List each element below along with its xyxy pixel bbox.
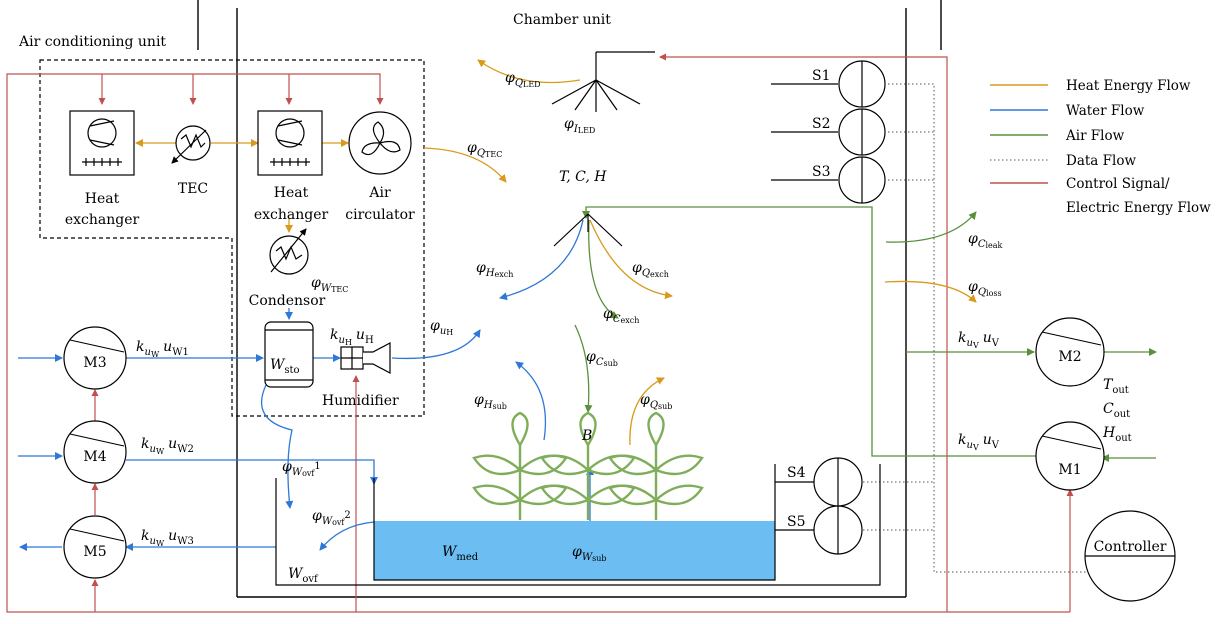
sensor-s3: S3 xyxy=(771,156,886,204)
phi-c-sub-label: φCsub xyxy=(586,349,618,368)
medium-label: Wmed xyxy=(442,544,479,563)
heat-exchanger-1-label-line1: Heat xyxy=(85,191,120,207)
motor-m5-label: M5 xyxy=(83,544,106,560)
motor-m4-label: M4 xyxy=(83,449,106,465)
motor-m1-label: M1 xyxy=(1058,462,1081,478)
sensor-s4-label: S4 xyxy=(787,465,806,481)
sensor-s3-label: S3 xyxy=(812,164,831,180)
phi-w-ovf2-label: φWovf2 xyxy=(312,508,351,527)
sensor-s4: S4 xyxy=(775,457,863,507)
led-fixture-icon xyxy=(551,51,655,112)
chamber-title: Chamber unit xyxy=(513,12,611,28)
phi-w-tec-label: φWTEC xyxy=(311,275,348,294)
heat-exchanger-2-label-line2: exchanger xyxy=(254,207,329,223)
phi-q-loss-label: φQloss xyxy=(968,279,1002,298)
legend-label-data: Data Flow xyxy=(1066,153,1136,169)
motor-m2-label: M2 xyxy=(1058,349,1081,365)
data-flow-lines xyxy=(863,83,1090,573)
air-conditioning-title: Air conditioning unit xyxy=(18,34,166,50)
heat-exchanger-2 xyxy=(257,110,323,176)
condensor-label: Condensor xyxy=(249,293,326,309)
legend: Heat Energy Flow Water Flow Air Flow Dat… xyxy=(990,78,1211,216)
phi-w-ovf1-label: φWovf1 xyxy=(282,459,321,478)
exchange-point-icon xyxy=(553,213,623,247)
condensor-icon xyxy=(269,228,309,275)
plant-3 xyxy=(608,411,704,520)
water-flow-lines xyxy=(18,219,594,560)
motor-m3[interactable]: M3 xyxy=(63,326,127,390)
plants xyxy=(472,411,704,520)
sensor-s1-label: S1 xyxy=(812,68,831,84)
tec-label: TEC xyxy=(178,181,208,197)
phi-h-exch-label: φHexch xyxy=(476,260,513,279)
heat-exchanger-1-label-line2: exchanger xyxy=(65,212,140,228)
phi-c-leak-label: φCleak xyxy=(968,231,1003,250)
legend-label-heat: Heat Energy Flow xyxy=(1066,78,1191,94)
air-flow-lines xyxy=(574,206,1157,462)
phi-u-h-label: φuH xyxy=(430,318,453,337)
phi-h-sub-label: φHsub xyxy=(474,392,507,411)
motor-m4[interactable]: M4 xyxy=(63,420,127,484)
storage-tank xyxy=(264,321,314,388)
h-out-label: Hout xyxy=(1102,425,1132,444)
heat-exchanger-1 xyxy=(69,110,135,176)
phi-q-led-label: φQLED xyxy=(505,70,541,89)
legend-label-control: Control Signal/ xyxy=(1066,176,1170,192)
overflow-label: Wovf xyxy=(288,566,319,585)
legend-label-air: Air Flow xyxy=(1065,128,1125,144)
controller[interactable]: Controller xyxy=(1084,510,1176,602)
phi-q-sub-label: φQsub xyxy=(640,392,672,411)
motor-m3-label: M3 xyxy=(83,355,106,371)
motor-m1[interactable]: M1 xyxy=(1035,421,1105,491)
phi-q-tec-label: φQTEC xyxy=(467,140,502,159)
legend-label-electric: Electric Energy Flow xyxy=(1066,200,1211,216)
air-circulator-label-line1: Air xyxy=(368,185,391,201)
humidifier-icon xyxy=(340,342,391,374)
c-out-label: Cout xyxy=(1103,401,1130,420)
t-out-label: Tout xyxy=(1103,377,1129,396)
motor-m5[interactable]: M5 xyxy=(63,515,127,579)
phi-i-led-label: φILED xyxy=(564,116,595,135)
heat-exchanger-2-label-line1: Heat xyxy=(274,185,309,201)
sensor-s5-label: S5 xyxy=(787,514,806,530)
motor-m2[interactable]: M2 xyxy=(1035,317,1105,387)
phi-q-exch-label: φQexch xyxy=(632,260,669,279)
state-variables-label: T, C, H xyxy=(559,169,607,185)
air-circulator-label-line2: circulator xyxy=(345,207,415,223)
growth-medium-tank xyxy=(275,464,881,586)
air-conditioning-unit: Air conditioning unit xyxy=(18,34,425,417)
chamber-unit: Chamber unit xyxy=(197,0,942,598)
phi-c-exch-label: φCexch xyxy=(603,306,639,325)
heat-flow-lines xyxy=(135,59,977,446)
sensor-s5: S5 xyxy=(775,505,863,555)
sensor-s1: S1 xyxy=(771,60,886,108)
phi-w-sub-label: φWsub xyxy=(572,544,606,563)
air-circulator-fan-icon xyxy=(348,111,412,175)
sensor-s2: S2 xyxy=(771,108,886,156)
tec-icon xyxy=(171,125,211,164)
legend-label-water: Water Flow xyxy=(1066,103,1145,119)
humidifier-label: Humidifier xyxy=(322,393,399,409)
plant-1 xyxy=(472,411,568,520)
biomass-label: B xyxy=(581,428,592,444)
controller-label: Controller xyxy=(1094,539,1167,555)
control-signal-lines xyxy=(6,53,1074,613)
sensor-s2-label: S2 xyxy=(812,116,831,132)
storage-label: Wsto xyxy=(270,357,300,376)
